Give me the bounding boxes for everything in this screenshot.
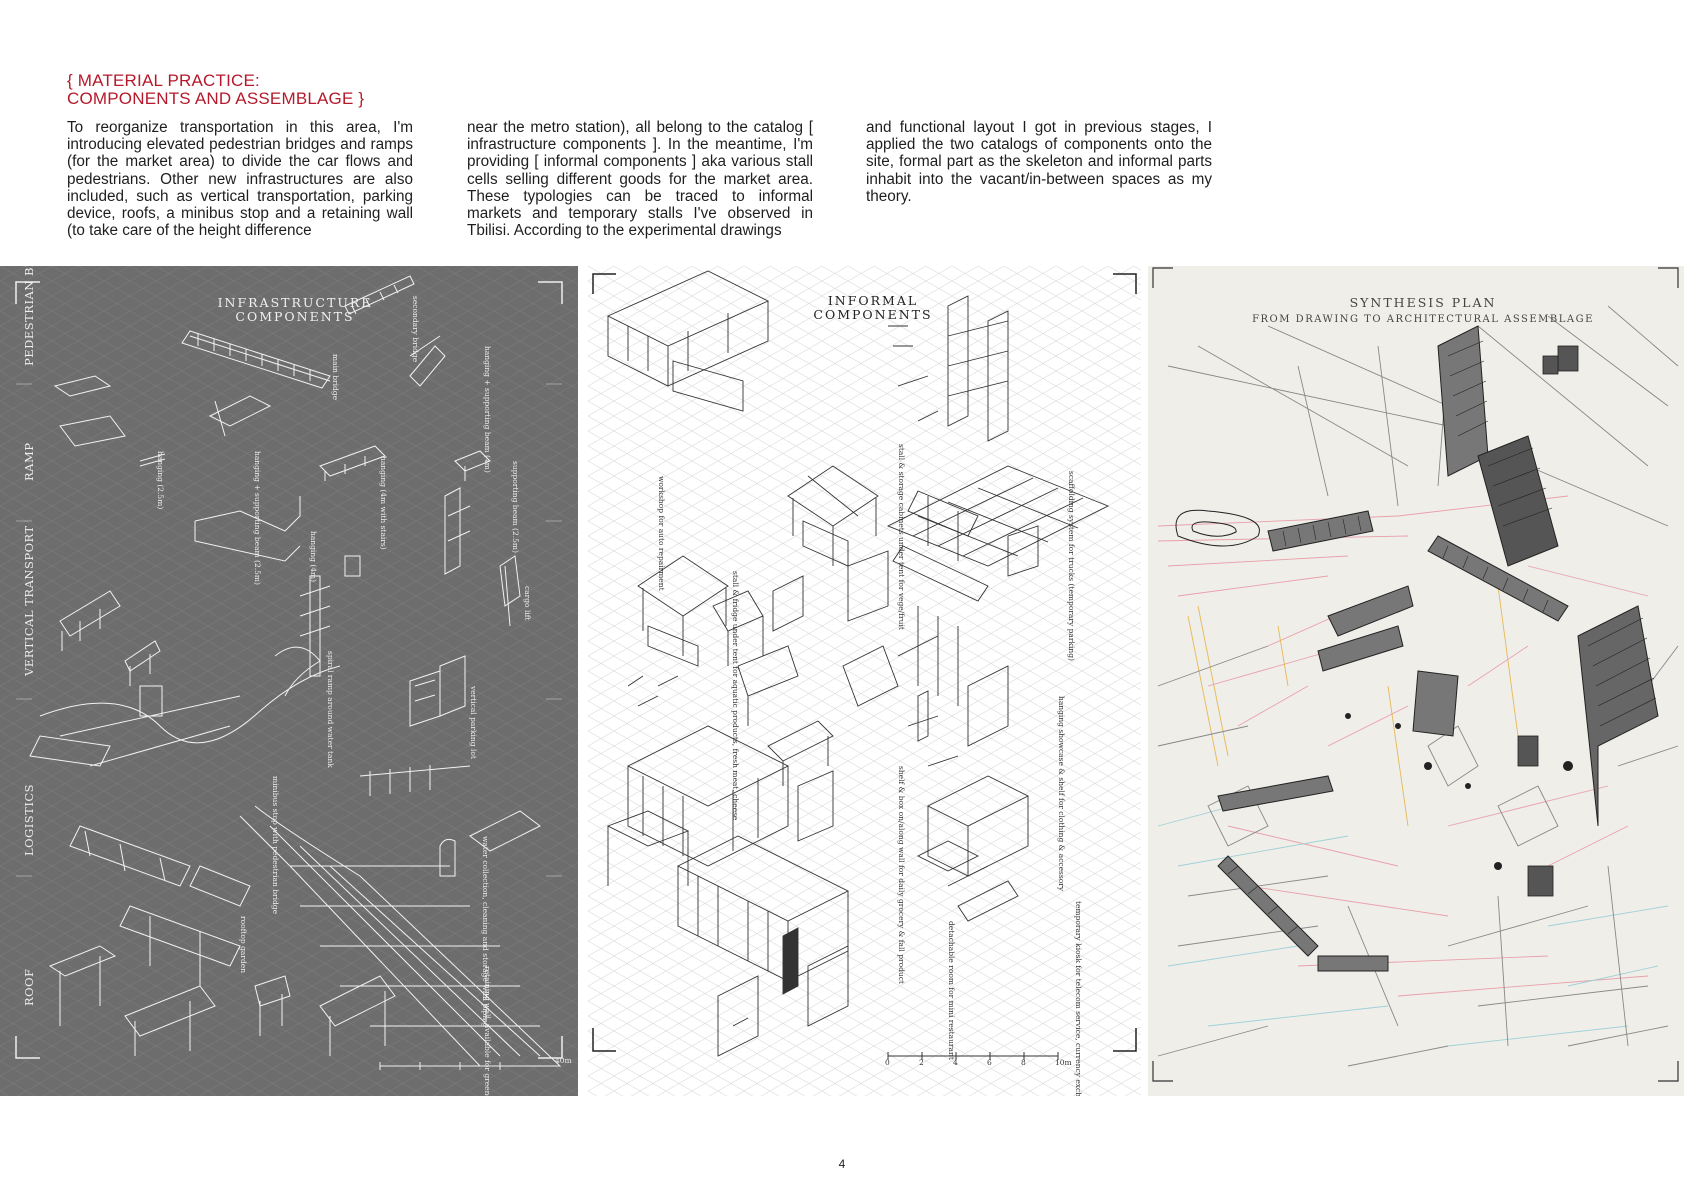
note-stall-fridge-tent: stall & fridge under tent for aquatic pr… <box>731 571 740 821</box>
scale-label-40m: 40m <box>555 1056 572 1065</box>
note-hanging-4m: hanging (4m) <box>309 531 318 583</box>
section-heading: { MATERIAL PRACTICE: COMPONENTS AND ASSE… <box>67 72 364 108</box>
note-workshop: workshop for auto repairment <box>657 476 666 591</box>
row-label-pedestrian-bridge: PEDESTRIAN BRIDGE <box>22 266 36 366</box>
page-number: 4 <box>838 1157 846 1171</box>
row-label-ramp: RAMP <box>22 442 36 481</box>
synthesis-plan-drawing: SYNTHESIS PLAN FROM DRAWING TO ARCHITECT… <box>1148 266 1684 1096</box>
informal-title: INFORMAL COMPONENTS <box>813 293 933 322</box>
scale-tick-4: 4 <box>953 1058 958 1067</box>
heading-line-1: { MATERIAL PRACTICE: <box>67 71 260 90</box>
synthesis-linework <box>1152 267 1679 1082</box>
body-text-column-2: near the metro station), all belong to t… <box>467 119 813 240</box>
row-label-logistics: LOGISTICS <box>22 783 36 856</box>
note-main-bridge: main bridge <box>331 354 340 401</box>
scale-tick-10m: 10m <box>1055 1058 1072 1067</box>
note-vertical-parking: vertical parking lot <box>469 686 478 759</box>
note-scaffolding-trucks: scaffolding system for trucks (temporary… <box>1067 471 1076 661</box>
note-stall-cabinets-tent: stall & storage cabinets under tent for … <box>897 444 906 630</box>
synthesis-title: SYNTHESIS PLAN <box>1349 295 1497 310</box>
note-spiral-ramp: spiral ramp around water tank <box>326 651 335 768</box>
body-text-column-3: and functional layout I got in previous … <box>866 119 1212 205</box>
informal-components-drawing: INFORMAL COMPONENTS workshop for auto re… <box>588 266 1141 1096</box>
scale-tick-2: 2 <box>919 1058 924 1067</box>
row-label-vertical-transport: VERTICAL TRANSPORT <box>22 525 36 676</box>
heading-line-2: COMPONENTS AND ASSEMBLAGE } <box>67 89 365 108</box>
note-detachable-room: detachable room for mini restaurant <box>947 921 956 1060</box>
note-minibus-stop: minibus stop with pedestrian bridge <box>271 776 280 915</box>
synthesis-subtitle: FROM DRAWING TO ARCHITECTURAL ASSEMBLAGE <box>1252 314 1594 325</box>
informal-linework <box>588 266 1141 1096</box>
note-hanging-supporting-4m: hanging + supporting beam (4m) <box>483 346 492 473</box>
note-rooftop-garden: rooftop garden <box>239 916 248 974</box>
note-temporary-kiosk: temporary kiosk for telecom service, cur… <box>1074 901 1083 1096</box>
scale-tick-0: 0 <box>885 1058 890 1067</box>
note-hanging-showcase: hanging showcase & shelf for clothing & … <box>1057 696 1066 892</box>
body-text-column-1: To reorganize transportation in this are… <box>67 119 413 240</box>
infrastructure-linework <box>0 266 578 1096</box>
note-hanging-supporting-2-5m: hanging + supporting beam (2.5m) <box>253 451 262 585</box>
note-shelf-box-wall: shelf & box on/along wall for daily groc… <box>897 766 906 984</box>
note-hanging-4m-stairs: hanging (4m with stairs) <box>379 456 388 550</box>
scale-tick-6: 6 <box>987 1058 992 1067</box>
note-supporting-beam: supporting beam (2.5m) <box>511 461 520 553</box>
note-cargo-lift: cargo lift <box>523 586 532 621</box>
row-label-roof: ROOF <box>22 968 36 1007</box>
scale-tick-8: 8 <box>1021 1058 1026 1067</box>
note-secondary-bridge: secondary bridge <box>411 296 420 363</box>
infrastructure-components-drawing: INFRASTRUCTURE COMPONENTS PEDESTRIAN BRI… <box>0 266 578 1096</box>
note-hanging-2-5m: hanging (2.5m) <box>156 451 165 510</box>
note-retaining-wall: retaining wall, available for greenery <box>483 966 492 1096</box>
infrastructure-title: INFRASTRUCTURE COMPONENTS <box>217 295 373 324</box>
